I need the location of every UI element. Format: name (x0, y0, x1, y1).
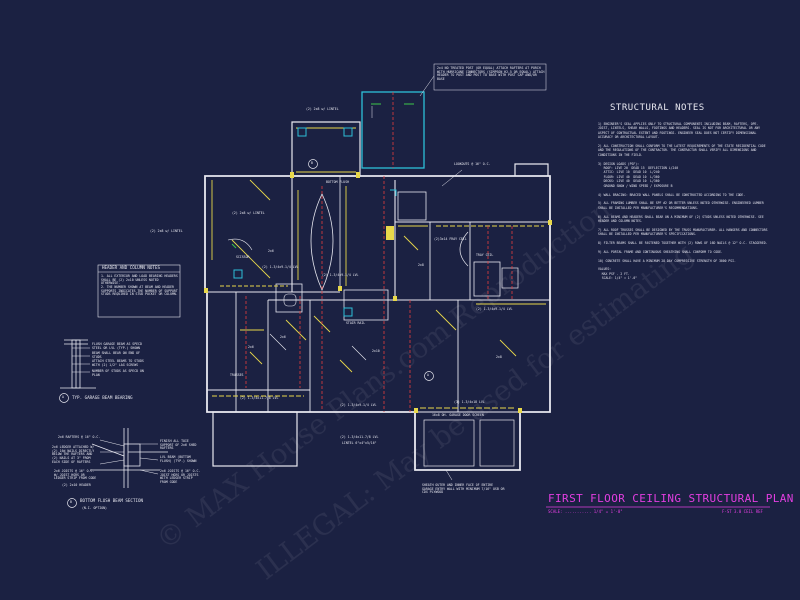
drawing-title: FIRST FLOOR CEILING STRUCTURAL PLAN (548, 492, 794, 505)
garage-beam-callout-2: BEAM SHALL BEAR ON END OF STUDS (92, 351, 142, 359)
marker-a-label: A (62, 395, 64, 399)
flush-beam-callout-2: 2x6 LEDGER ATTACHED W/ (2) 16d NAILS DIR… (52, 445, 97, 464)
flush-beam-callout-4: (2) 2x10 HEADER (62, 483, 91, 487)
flush-beam-detail (90, 428, 168, 488)
label-lvl-garage: (3) 1-3/4x18 LVL (454, 400, 485, 404)
drawing-scale: SCALE: ........... 1/4" = 1'-0" (548, 509, 623, 514)
garage-beam-callout-3: ATTACH STEEL BEAMS TO STUDS WITH (2) 1/2… (92, 359, 146, 367)
label-lvl-a: (2) 1-3/4x9-1/4 LVL (262, 265, 299, 269)
bay-outline-right (514, 163, 549, 176)
label-lintel-porch: (2) 2x8 w/ LINTEL (306, 107, 339, 111)
label-lvl-f: (2) 1-3/4x11-7/8 LVL (340, 435, 379, 439)
label-lvl-c: (2) 1-3/4x11-7/8 LVL (240, 396, 279, 400)
label-dim-e: 2x6 (280, 335, 286, 339)
label-bottom-flush: BOTTOM FLUSH (326, 180, 350, 184)
garage-beam-title: TYP. GARAGE BEAM BEARING (72, 395, 133, 400)
label-dim-b: 2x8 (418, 263, 424, 267)
garage-beam-detail (60, 339, 96, 389)
flush-beam-callout-7: 2x6 JOISTS @ 16" O.C. JOIST HGRS OR JOIS… (160, 469, 203, 485)
garage-beam-callout-4: NUMBER OF STUDS AS SPECD ON PLAN (92, 369, 146, 377)
marker-a-detail (59, 393, 69, 403)
marker-b-label: B (70, 500, 72, 504)
flush-beam-title: BOTTOM FLUSH BEAM SECTION (80, 498, 144, 503)
label-lintel-garage: LINTEL 6"x4"x5/16" (342, 441, 377, 445)
lower-bay (212, 411, 298, 467)
drawing-sheet-ref: F-ST 3.0 CEIL REF (722, 509, 763, 514)
flush-beam-callout-1: 2x6 RAFTERS @ 16" O.C. (58, 435, 101, 439)
label-sheathing-note: SHEATH OUTER AND INNER FACE OF ENTIRE GA… (422, 483, 507, 495)
label-dim-d: 2x10 (372, 349, 380, 353)
label-dim-f: 2x8 (496, 355, 502, 359)
label-stair-rail: STAIR RAIL (346, 321, 366, 325)
label-dim-c: 2x6 (248, 345, 254, 349)
house-outline (204, 175, 551, 471)
label-marker-a: A (427, 373, 429, 377)
structural-notes-body: 1) ENGINEER'S SEAL APPLIES ONLY TO STRUC… (598, 122, 768, 281)
porch-note: 2x4 NO TREATED POST (OR EQUAL) ATTACH RA… (437, 66, 547, 82)
label-tray-ceiling-b: TRAY CEIL (476, 253, 494, 257)
garage-door-b (479, 419, 515, 467)
label-garage-door: 16x8 OH. GARAGE DOOR SCREEN (432, 413, 484, 417)
label-lvl-e: (2) 1-3/4x9-1/4 LVL (340, 403, 377, 407)
label-tray-ceiling-a: (2)3x14 FRAY CEIL (434, 237, 467, 241)
flush-beam-callout-6: LVL BEAM (BOTTOM FLUSH) (TYP.) SHOWN (160, 455, 197, 463)
header-notes-box (97, 264, 181, 318)
flush-beam-callout-5: FINISH ALL TOIE SUPPORT OF 2x6 SHED RAFT… (160, 439, 199, 451)
header-notes-body: 1. ALL EXTERIOR AND LOAD BEARING HEADERS… (101, 274, 178, 297)
flush-beam-callout-3: 2x6 JOISTS @ 16" O.C. W/ JOIST HGRS OR L… (54, 469, 97, 481)
label-trusses: TRUSSES (230, 373, 244, 377)
label-dim-a: 2x6 (268, 249, 274, 253)
header-notes-title: HEADER AND COLUMN NOTES (102, 265, 160, 270)
label-lvl-b: (2) 1-3/4x9-1/4 LVL (322, 273, 359, 277)
garage-door-a (423, 419, 475, 467)
label-lookouts: LOOKOUTS @ 16" O.C. (454, 162, 491, 166)
marker-b-detail (67, 498, 77, 508)
structural-notes-heading: STRUCTURAL NOTES (610, 103, 705, 113)
garage-beam-callout-1: FLUSH GARAGE BEAM AS SPECD STEEL OR LVL … (92, 342, 144, 350)
stair (343, 289, 389, 321)
entry-bay-outline (291, 121, 361, 177)
flush-beam-subtitle: (N.I. OPTION) (82, 506, 107, 510)
label-lintel-left: (2) 2x8 w/ LINTEL (150, 229, 183, 233)
label-lintel-mid: (2) 2x8 w/ LINTEL (232, 211, 265, 215)
label-lvl-d: (2) 1-3/4x9-1/4 LVL (476, 307, 513, 311)
label-scissor: SCISSOR (236, 255, 250, 259)
label-marker-b: B (311, 161, 313, 165)
